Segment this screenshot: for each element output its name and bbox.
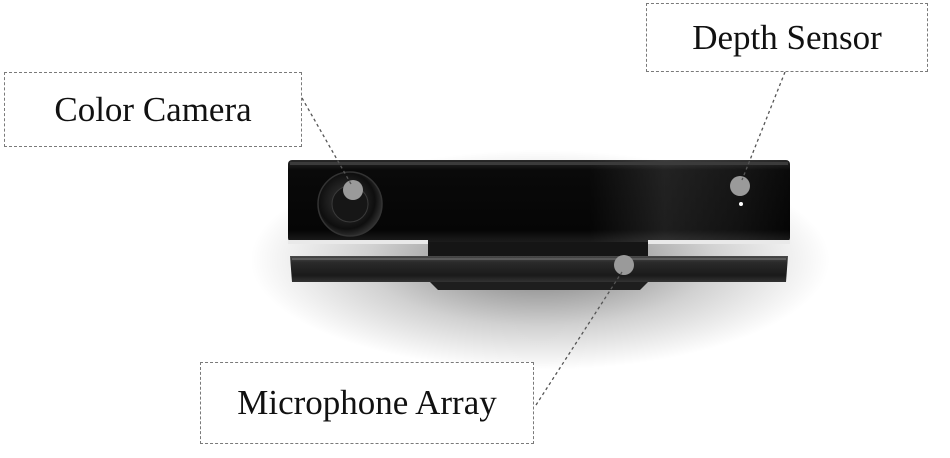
microphone-array-marker (614, 255, 634, 275)
microphone-array-callout: Microphone Array (200, 362, 534, 444)
color-camera-leader (301, 97, 352, 185)
microphone-array-label: Microphone Array (237, 383, 497, 422)
depth-sensor-leader (741, 71, 786, 181)
base-bar-highlight (292, 258, 786, 260)
neck-gap-left (288, 240, 428, 244)
sensor-top-edge (290, 162, 788, 165)
sensor-body-gloss (288, 160, 790, 242)
depth-sensor-callout: Depth Sensor (646, 3, 928, 72)
neck-gap-right (648, 240, 790, 244)
base-foot (430, 282, 648, 290)
color-camera-label: Color Camera (54, 89, 252, 129)
color-camera-marker (343, 180, 363, 200)
indicator-led (739, 202, 743, 206)
microphone-array-leader (535, 271, 623, 406)
sensor-neck (428, 242, 648, 256)
depth-sensor-label: Depth Sensor (692, 17, 882, 57)
color-camera-callout: Color Camera (4, 72, 302, 147)
depth-sensor-marker (730, 176, 750, 196)
base-bar (290, 256, 788, 282)
